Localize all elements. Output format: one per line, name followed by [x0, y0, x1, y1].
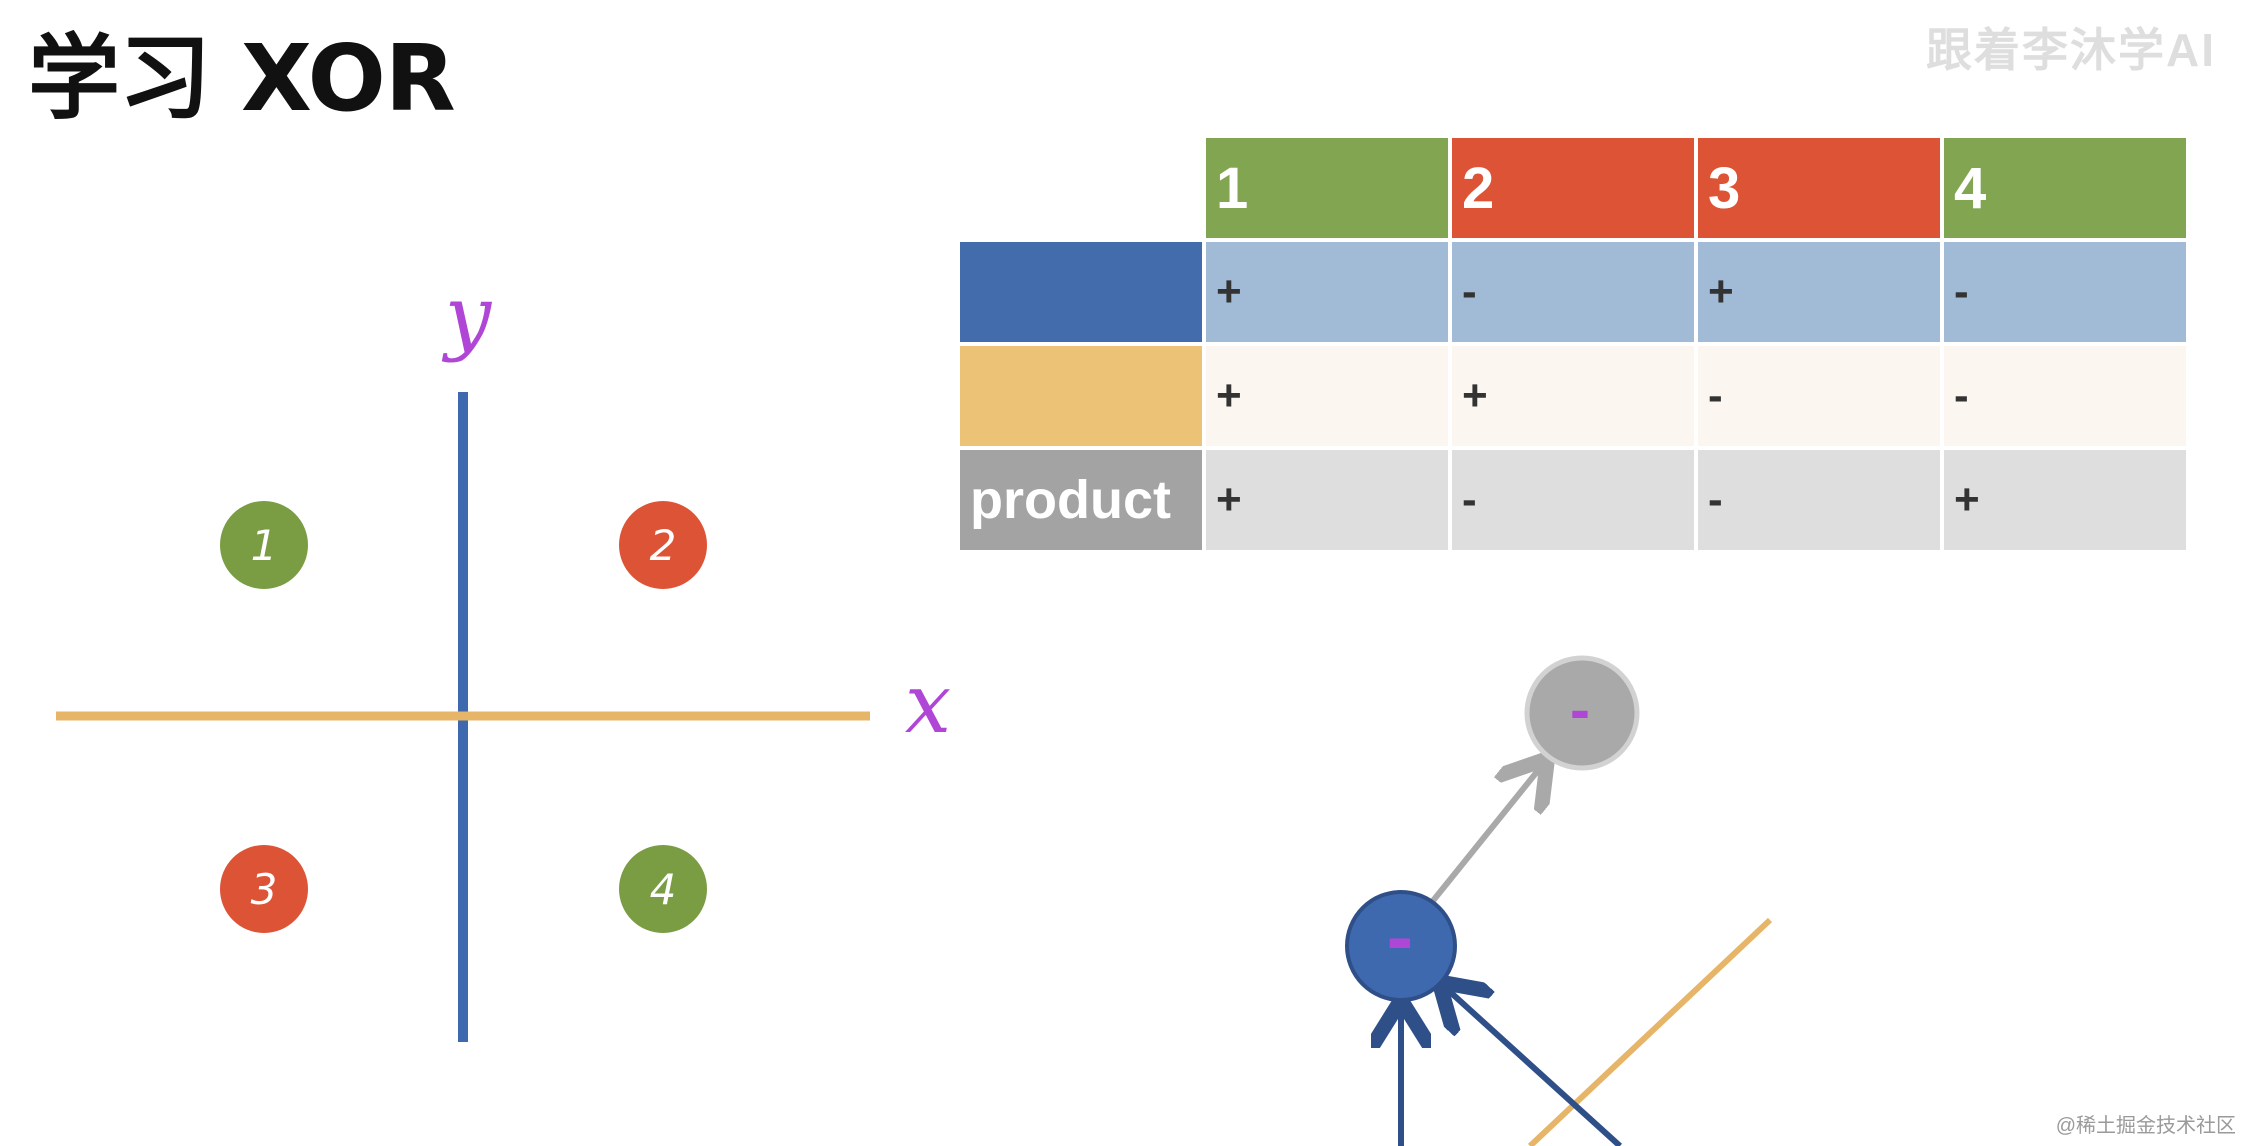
hidden-node: - [1345, 890, 1457, 1002]
table-cell: + [1206, 242, 1448, 342]
table-cell: + [1206, 450, 1448, 550]
table-cell: - [1452, 450, 1694, 550]
edge-hidden-output [1429, 768, 1540, 904]
table-cell: - [1944, 242, 2186, 342]
table-corner [960, 138, 1202, 238]
xor-plane: y x 1 2 3 4 [56, 269, 951, 1042]
xor-sign-table: 1 2 3 4 + - + - + + - - product + - - + [956, 134, 2190, 554]
column-header-1: 1 [1206, 138, 1448, 238]
column-header-2: 2 [1452, 138, 1694, 238]
point-4: 4 [619, 845, 707, 933]
table-row-blue-axis: + - + - [960, 242, 2186, 342]
table-cell: + [1206, 346, 1448, 446]
y-axis-label: y [441, 269, 493, 364]
table-row-orange-axis: + + - - [960, 346, 2186, 446]
table-cell: - [1698, 346, 1940, 446]
output-node: - [1524, 655, 1640, 771]
column-header-3: 3 [1698, 138, 1940, 238]
point-2-label: 2 [650, 521, 677, 570]
page-title: 学习 XOR [28, 25, 456, 132]
table-cell: - [1698, 450, 1940, 550]
table-header-row: 1 2 3 4 [960, 138, 2186, 238]
point-2: 2 [619, 501, 707, 589]
table-row-product: product + - - + [960, 450, 2186, 550]
row-label-blue [960, 242, 1202, 342]
point-3-label: 3 [251, 865, 278, 914]
point-1: 1 [220, 501, 308, 589]
column-header-4: 4 [1944, 138, 2186, 238]
point-3: 3 [220, 845, 308, 933]
edge-input-2 [1448, 990, 1623, 1146]
table-cell: + [1698, 242, 1940, 342]
point-4-label: 4 [650, 865, 677, 914]
table-cell: + [1944, 450, 2186, 550]
watermark-logo: 跟着李沐学AI [1926, 24, 2216, 76]
edge-input-orange [1527, 917, 1773, 1146]
table-cell: - [1944, 346, 2186, 446]
hidden-node-sign: - [1387, 892, 1414, 981]
output-node-sign: - [1570, 676, 1590, 743]
watermark-text: @稀土掘金技术社区 [2055, 1115, 2236, 1137]
row-label-orange [960, 346, 1202, 446]
row-label-product: product [960, 450, 1202, 550]
x-axis-label: x [905, 657, 951, 752]
table-cell: - [1452, 242, 1694, 342]
point-1-label: 1 [251, 521, 278, 570]
table-cell: + [1452, 346, 1694, 446]
